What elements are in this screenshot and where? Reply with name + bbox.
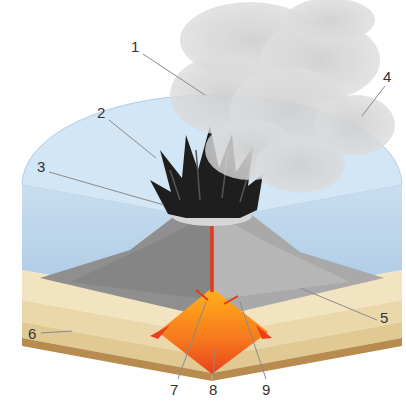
- callout-number: 1: [131, 38, 139, 55]
- callout-number: 9: [262, 381, 270, 398]
- callout-number: 4: [383, 68, 391, 85]
- callout-number: 5: [380, 309, 388, 326]
- callout-number: 7: [170, 381, 178, 398]
- callout-number: 3: [37, 158, 45, 175]
- callout-number: 2: [97, 104, 105, 121]
- callout-number: 8: [209, 381, 217, 398]
- callout-number: 6: [28, 325, 36, 342]
